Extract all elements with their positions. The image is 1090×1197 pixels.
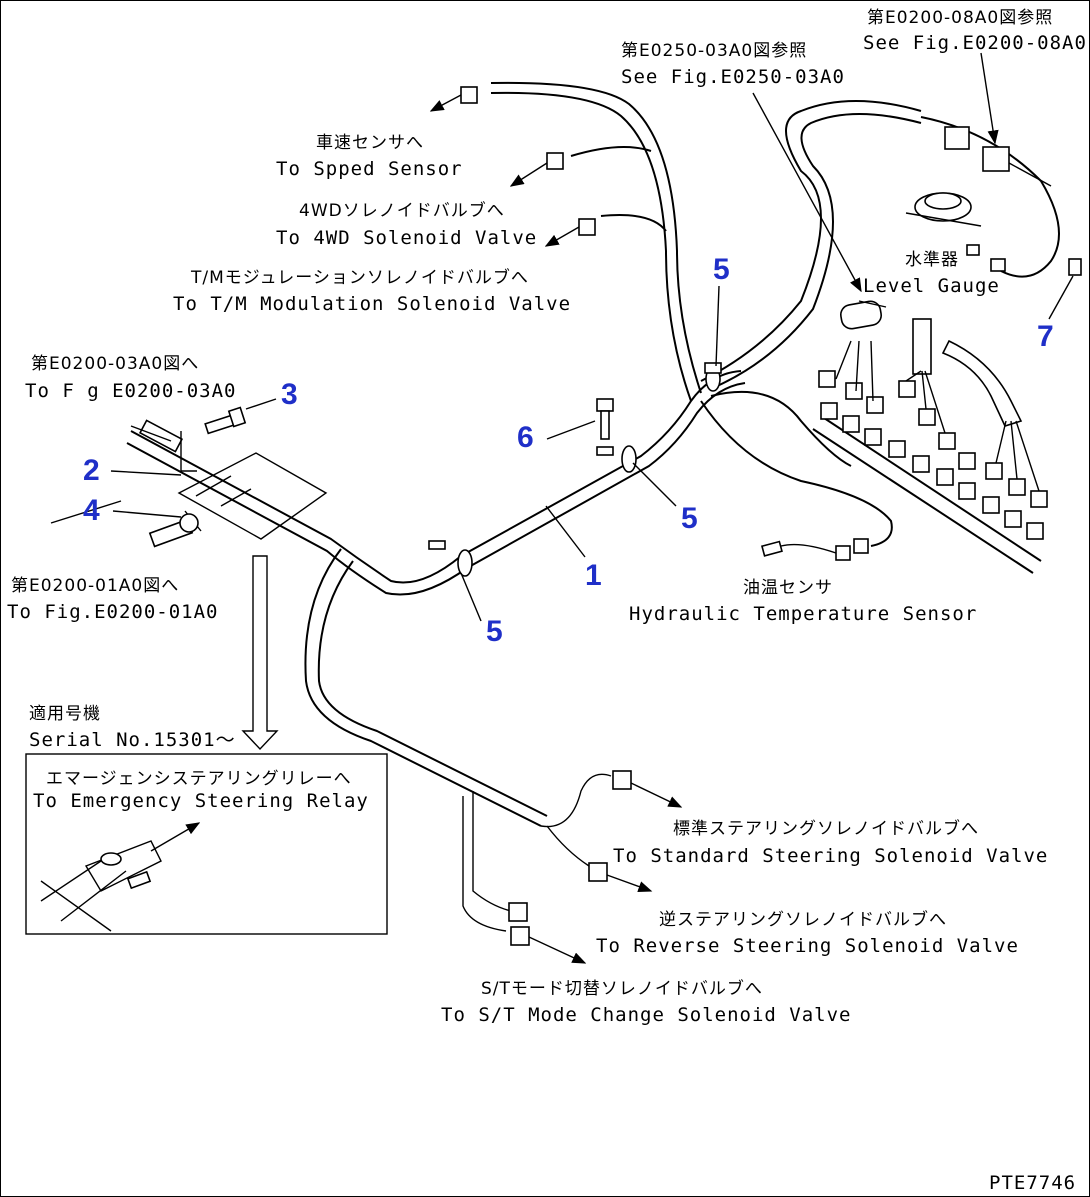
speed-sensor-label-en: To Spped Sensor [276,158,463,180]
connector-block [812,300,1048,574]
main-harness [126,81,1060,827]
speed-sensor-label-jp: 車速センサへ [316,133,424,153]
serial-inset-box [25,753,388,935]
st-valve-label-jp: S/Tモード切替ソレノイドバルブへ [481,978,763,999]
callout-1: 1 [585,559,602,592]
fig-e0200-03-label-jp: 第E0200-03A0図へ [31,354,199,374]
callout-3: 3 [281,378,298,411]
fig-e0250-label-en: See Fig.E0250-03A0 [621,66,845,88]
callout-5-left: 5 [486,615,503,648]
std-valve-label-jp: 標準ステアリングソレノイドバルブへ [673,818,979,839]
serial-label-en: Serial No.15301～ [29,729,236,751]
callout-2: 2 [83,454,100,487]
callout-7: 7 [1037,320,1054,353]
hyd-temp-label-jp: 油温センサ [743,578,833,598]
rev-valve-label-jp: 逆ステアリングソレノイドバルブへ [659,909,947,930]
st-valve-label-en: To S/T Mode Change Solenoid Valve [441,1004,852,1026]
wd-valve-label-jp: 4WDソレノイドバルブへ [299,200,505,221]
lower-connectors [462,770,683,964]
drawing-code: PTE7746 [989,1172,1076,1194]
level-gauge-label-jp: 水準器 [905,250,959,270]
callout-6: 6 [517,421,534,454]
left-harness-end [138,419,202,548]
fig-e0250-label-jp: 第E0250-03A0図参照 [621,41,807,61]
serial-label-jp: 適用号機 [29,704,101,724]
fig-e0200-08-label-jp: 第E0200-08A0図参照 [867,8,1053,28]
clamps [428,362,722,577]
tm-valve-label-jp: T/Mモジュレーションソレノイドバルブへ [190,267,529,288]
level-gauge-label-en: Level Gauge [863,275,1000,297]
fig-e0200-03-label-en: To F g E0200-03A0 [25,380,236,402]
tm-valve-label-en: To T/M Modulation Solenoid Valve [173,293,571,315]
callout-5-top: 5 [713,253,730,286]
emerg-label-en: To Emergency Steering Relay [33,790,369,812]
emerg-label-jp: エマージェンシステアリングリレーへ [46,769,352,789]
down-arrow [241,555,279,751]
std-valve-label-en: To Standard Steering Solenoid Valve [613,845,1048,867]
callout-5-right: 5 [681,502,698,535]
callout-4: 4 [83,494,100,527]
clamp-plate [177,452,328,540]
bolt-6 [596,398,614,440]
upper-connectors [429,86,596,247]
wd-valve-label-en: To 4WD Solenoid Valve [276,227,537,249]
fig-e0200-01-label-en: To Fig.E0200-01A0 [7,601,218,623]
hydraulic-sensor [760,538,869,561]
fig-e0200-01-label-jp: 第E0200-01A0図へ [11,576,179,596]
hyd-temp-label-en: Hydraulic Temperature Sensor [629,603,977,625]
bolt-3 [204,406,247,435]
callout-leaders [110,275,1074,622]
rev-valve-label-en: To Reverse Steering Solenoid Valve [596,935,1019,957]
fig-e0200-08-label-en: See Fig.E0200-08A0 [863,32,1087,54]
level-gauge [905,126,1082,276]
leader-lines [50,52,999,524]
